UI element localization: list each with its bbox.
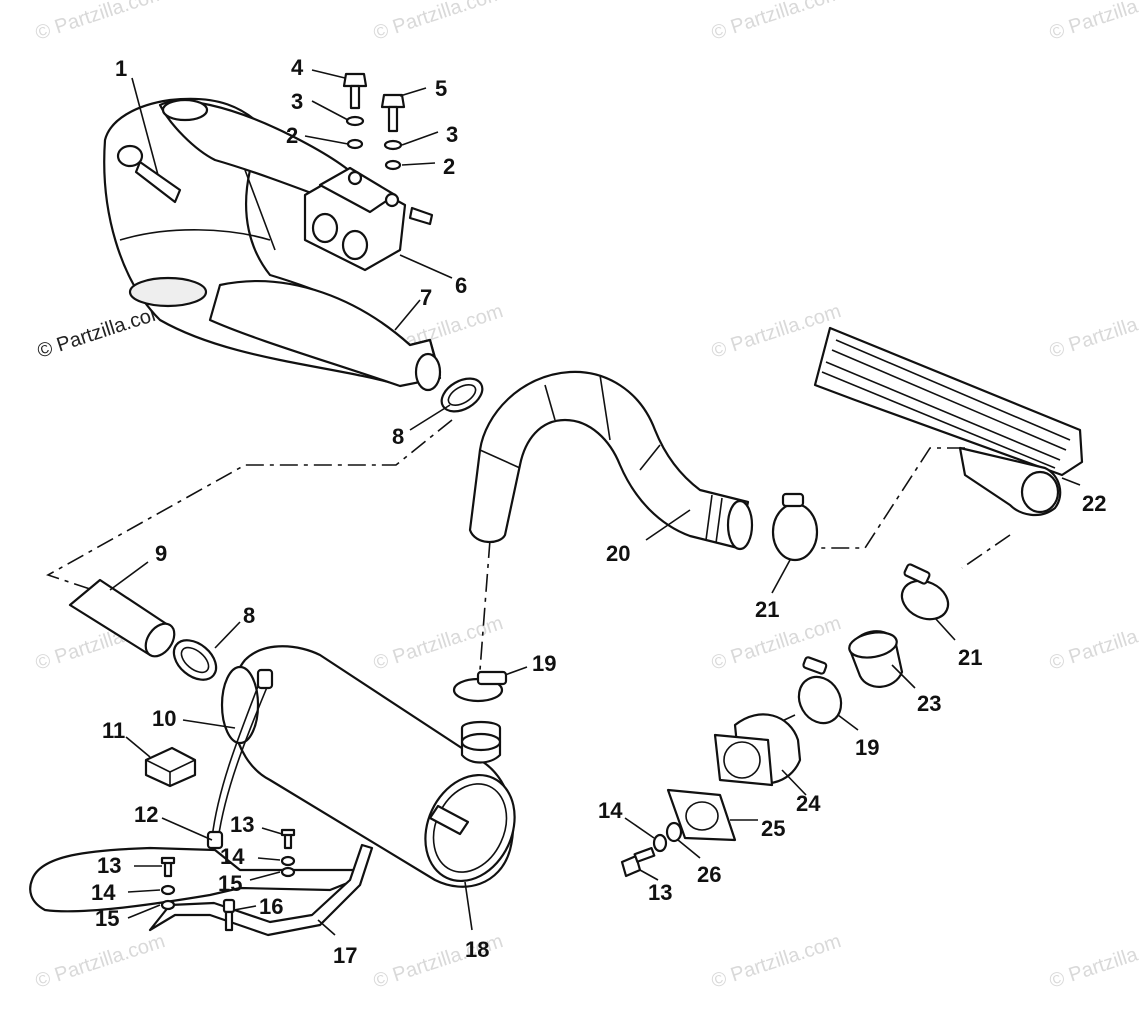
manifold-flange [303,166,434,272]
leader-lines [109,69,1081,936]
spring-clamp-8-lower [172,639,218,681]
watermark: © Partzilla.com [33,930,168,993]
callout-25: 25 [761,816,785,841]
outlet-24 [713,713,802,787]
callout-11: 11 [102,718,125,743]
callout-23: 23 [917,691,941,716]
callout-20: 20 [606,541,630,566]
callout-labels: 1 2 2 3 3 4 5 6 7 8 8 9 10 11 12 13 13 1… [91,55,1106,968]
bolt-4 [342,72,368,110]
lock-washer-3-left [345,115,365,127]
lock-washer-14-right [652,833,668,853]
callout-13: 13 [97,853,121,878]
exhaust-hose-20 [468,370,754,551]
bolt-5 [380,93,406,133]
assembly-lines [46,419,1011,723]
watermark: © Partzilla.com [371,612,506,675]
callout-3: 3 [446,122,458,147]
watermark: © Partzilla.com [709,0,844,45]
gasket-25 [666,788,737,842]
callout-14: 14 [220,844,245,869]
callout-15: 15 [218,871,242,896]
washer-26 [665,821,683,843]
watermark: © Partzilla.com [33,0,168,45]
strap-end-12 [206,830,224,850]
strap-10 [206,668,274,850]
callout-14: 14 [598,798,623,823]
callout-15: 15 [95,906,119,931]
callout-2: 2 [286,123,298,148]
coupler-23 [848,630,904,688]
callout-3: 3 [291,89,303,114]
callout-10: 10 [152,706,176,731]
callout-1: 1 [115,56,127,81]
callout-26: 26 [697,862,721,887]
callout-24: 24 [796,791,821,816]
callout-8: 8 [243,603,255,628]
rubber-pad-11 [144,746,197,788]
washer-2-left [346,138,364,150]
callout-6: 6 [455,273,467,298]
callout-21: 21 [958,645,982,670]
callout-7: 7 [420,285,432,310]
callout-4: 4 [291,55,304,80]
callout-2: 2 [443,154,455,179]
spring-clamp-8-upper [440,377,484,413]
callout-14: 14 [91,880,116,905]
bolt-13-right [620,846,656,878]
watermark: © Partzilla.com [709,930,844,993]
hose-clamp-21-right [900,563,950,621]
callout-19: 19 [855,735,879,760]
callout-21: 21 [755,597,779,622]
lock-washer-3-right [383,139,403,151]
callout-8: 8 [392,424,404,449]
watermark: © Partzilla.com [371,0,506,45]
callout-9: 9 [155,541,167,566]
callout-19: 19 [532,651,556,676]
callout-17: 17 [333,943,357,968]
callout-13: 13 [648,880,672,905]
watermark: © Partzilla.com [1047,300,1140,363]
nut-16 [222,898,236,932]
expansion-chamber [103,97,442,392]
washer-2-right [384,159,402,171]
callout-5: 5 [435,76,447,101]
washer-15-mid [280,866,296,878]
lock-washer-14-left [160,884,176,896]
hose-clamp-21-left [771,492,819,562]
washer-15-left [160,899,176,911]
callout-12: 12 [134,802,158,827]
callout-16: 16 [259,894,283,919]
callout-18: 18 [465,937,489,962]
callout-13: 13 [230,812,254,837]
watermark: © Partzilla.com [1047,930,1140,993]
screw-13-left [160,856,176,878]
silencer-22 [813,326,1084,517]
hose-clamp-19-center [452,670,508,703]
watermark: © Partzilla.com [1047,612,1140,675]
watermark: © Partzilla.com [1047,0,1140,45]
hose-clamp-19-right [797,656,843,725]
muffler-18 [220,645,516,888]
tail-pipe-9 [68,578,176,658]
callout-22: 22 [1082,491,1106,516]
screw-13-mid [280,828,296,850]
lock-washer-14-mid [280,855,296,867]
